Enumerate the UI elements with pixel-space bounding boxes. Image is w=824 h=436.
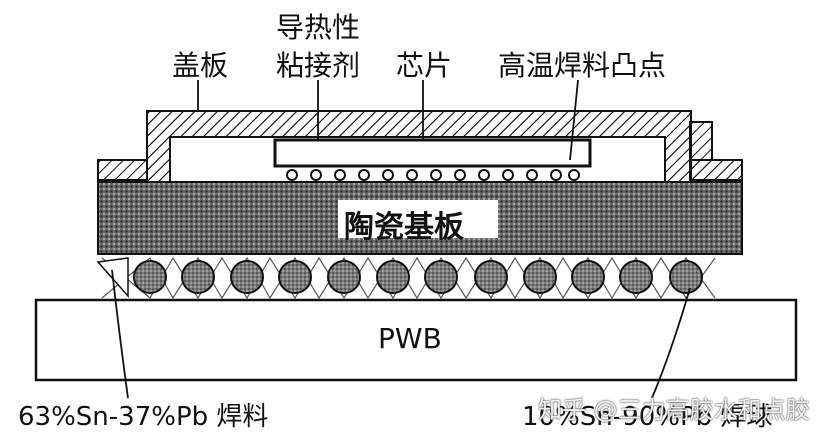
solder-bump [550,169,562,181]
solder-ball [619,260,653,294]
solder-bump [310,169,322,181]
label-chip: 芯片 [396,49,453,82]
label-pwb: PWB [378,322,442,355]
solder-bump-row [286,169,580,181]
solder-fillet-lines [101,256,716,300]
solder-ball [669,260,703,294]
solder-bump [358,169,370,181]
solder-ball [327,260,361,294]
label-solder-63-37: 63%Sn-37%Pb 焊料 [18,402,269,432]
leader-solder-63-37 [111,269,129,399]
watermark: 知乎 @三力高胶水和点胶 [538,396,810,424]
label-cover-plate: 盖板 [172,49,229,82]
label-high-temp-solder-bumps: 高温焊料凸点 [498,49,667,82]
solder-ball [133,260,167,294]
solder-bump [406,169,418,181]
solder-ball [376,260,410,294]
solder-ball [571,260,605,294]
solder-bump [478,169,490,181]
solder-ball [474,260,508,294]
solder-bump [454,169,466,181]
leader-lines [111,79,691,399]
solder-ball-row [133,260,703,294]
solder-bump [430,169,442,181]
label-thermal-adhesive-line2: 粘接剂 [276,49,361,82]
solder-ball [424,260,458,294]
solder-ball [278,260,312,294]
chip [273,138,592,168]
solder-ball [230,260,264,294]
leader-solder-bumps [569,79,579,161]
solder-bump [568,169,580,181]
label-ceramic-substrate: 陶瓷基板 [344,210,464,245]
solder-bump [526,169,538,181]
leader-solder-ball [651,287,691,399]
solder-bump [382,169,394,181]
solder-bump [286,169,298,181]
solder-fillet-lines [101,256,716,300]
solder-ball [181,260,215,294]
pwb-board [34,298,798,382]
ceramic-substrate-label-box [338,200,498,238]
label-thermal-adhesive-line1: 导热性 [276,11,361,44]
label-solder-ball-10-90: 10%Sn-90%Pb 焊球 [522,402,773,432]
solder-bump [334,169,346,181]
solder-ball [523,260,557,294]
solder-bump [502,169,514,181]
